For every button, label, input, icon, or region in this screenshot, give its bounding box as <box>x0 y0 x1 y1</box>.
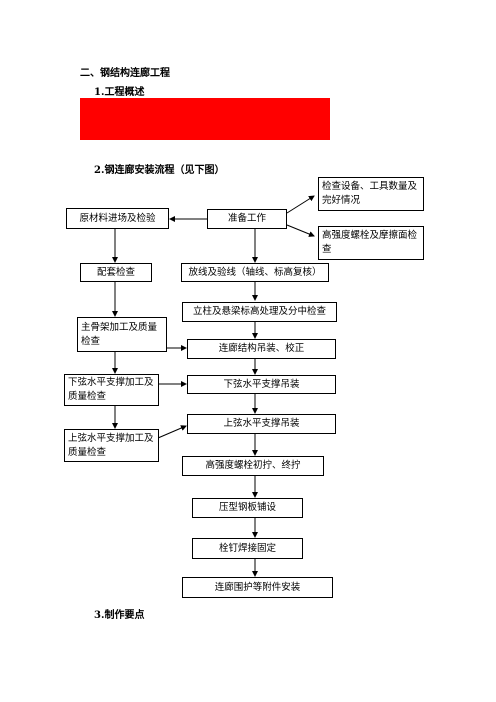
flow-box-stud: 栓钉焊接固定 <box>192 538 303 559</box>
flow-box-deck: 压型钢板铺设 <box>192 498 303 518</box>
flow-box-check-equipment: 检查设备、工具数量及完好情况 <box>318 177 424 211</box>
flow-box-prep: 准备工作 <box>207 209 287 229</box>
flow-box-main-frame: 主骨架加工及质量检查 <box>77 317 167 352</box>
flow-box-upper-support-proc: 上弦水平支撑加工及质量检查 <box>64 429 159 462</box>
flow-box-lift: 连廊结构吊装、校正 <box>187 339 336 359</box>
flow-box-column-check: 立柱及悬梁标高处理及分中检查 <box>182 302 337 322</box>
flow-box-raw-material: 原材料进场及检验 <box>66 208 169 229</box>
flow-box-matching-check: 配套检查 <box>80 263 152 282</box>
flow-box-bolt-tighten: 高强度螺栓初拧、终拧 <box>182 456 324 476</box>
subsection-overview-heading: 1.工程概述 <box>94 87 145 98</box>
overview-line: 运至现场进行拼装，采用吊装设备进行整体吊装，施工顺序按 <box>80 114 324 124</box>
overview-line: 先主体后附属，先下后上进行安装，（方案另附详细计算书）。 <box>80 128 240 138</box>
flow-box-check-bolts: 高强度螺栓及摩擦面检查 <box>318 226 424 260</box>
flow-box-lower-support-proc: 下弦水平支撑加工及质量检查 <box>64 374 159 406</box>
section-title: 二、钢结构连廊工程 <box>80 68 170 79</box>
overview-line: 本工程钢结构连廊采用钢桁架结构，在工厂内完成构件加工， <box>80 100 324 110</box>
overview-paragraph-highlighted: 本工程钢结构连廊采用钢桁架结构，在工厂内完成构件加工， 运至现场进行拼装，采用吊… <box>80 98 330 140</box>
flow-box-layout: 放线及验线（轴线、标高复核） <box>181 263 329 282</box>
flow-box-accessories: 连廊围护等附件安装 <box>182 577 333 598</box>
subsection-fabrication-heading: 3.制作要点 <box>94 610 145 621</box>
flow-box-upper-support-lift: 上弦水平支撑吊装 <box>187 414 336 434</box>
flow-box-lower-support-lift: 下弦水平支撑吊装 <box>187 375 336 394</box>
subsection-flow-heading: 2.钢连廊安装流程（见下图） <box>94 165 225 176</box>
